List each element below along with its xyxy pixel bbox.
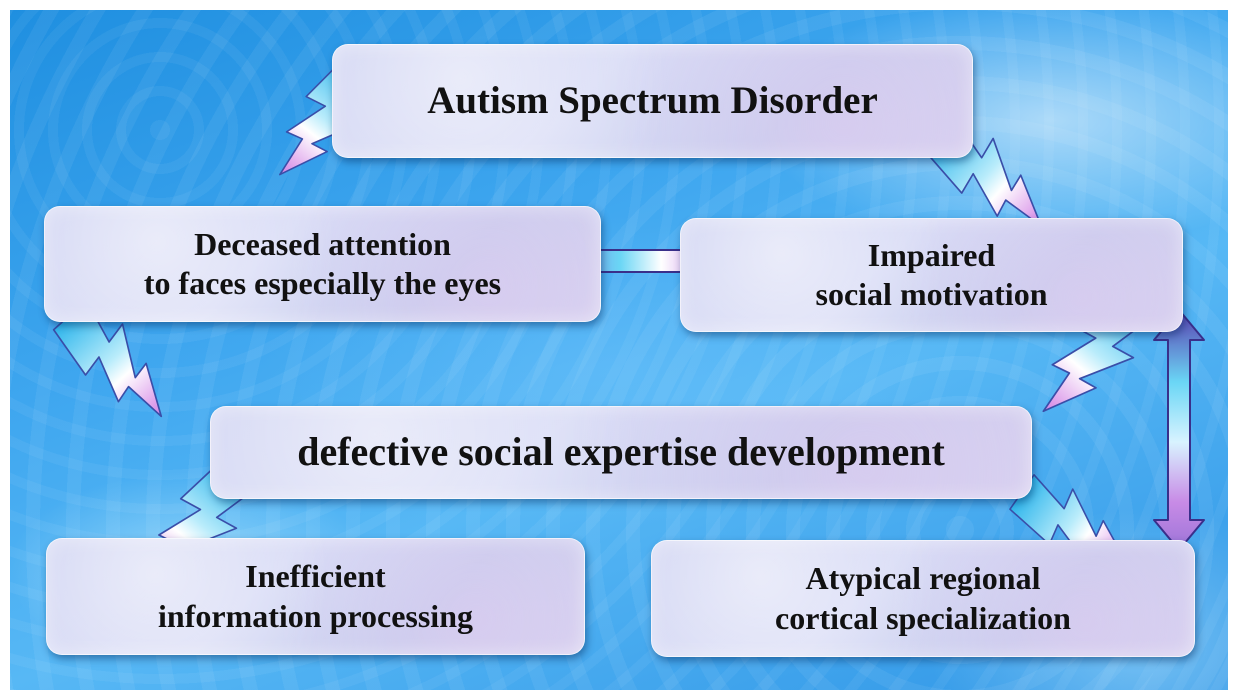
node-label-line-1: Impaired [867,236,996,273]
node-autism-spectrum-disorder: Autism Spectrum Disorder [332,44,973,158]
diagram-canvas: Autism Spectrum Disorder Deceased attent… [10,10,1228,690]
node-defective-social-expertise: defective social expertise development [210,406,1032,499]
node-label: defective social expertise development [297,429,945,475]
node-label-line-2: social motivation [815,276,1048,312]
node-label-line-1: Deceased attention [194,225,451,262]
double-arrow-motivation-cortical [1153,309,1205,551]
node-label-line-2: information processing [158,597,473,634]
node-label-line-2: to faces especially the eyes [143,265,502,301]
node-label: Autism Spectrum Disorder [427,79,878,123]
node-label-line-2: cortical specialization [775,599,1071,636]
node-label-line-1: Inefficient [245,558,386,595]
node-decreased-attention: Deceased attention to faces especially t… [44,206,601,322]
node-inefficient-information-processing: Inefficient information processing [46,538,585,655]
node-atypical-cortical-specialization: Atypical regional cortical specializatio… [651,540,1195,657]
node-label-line-1: Atypical regional [805,560,1041,597]
node-impaired-social-motivation: Impaired social motivation [680,218,1183,332]
